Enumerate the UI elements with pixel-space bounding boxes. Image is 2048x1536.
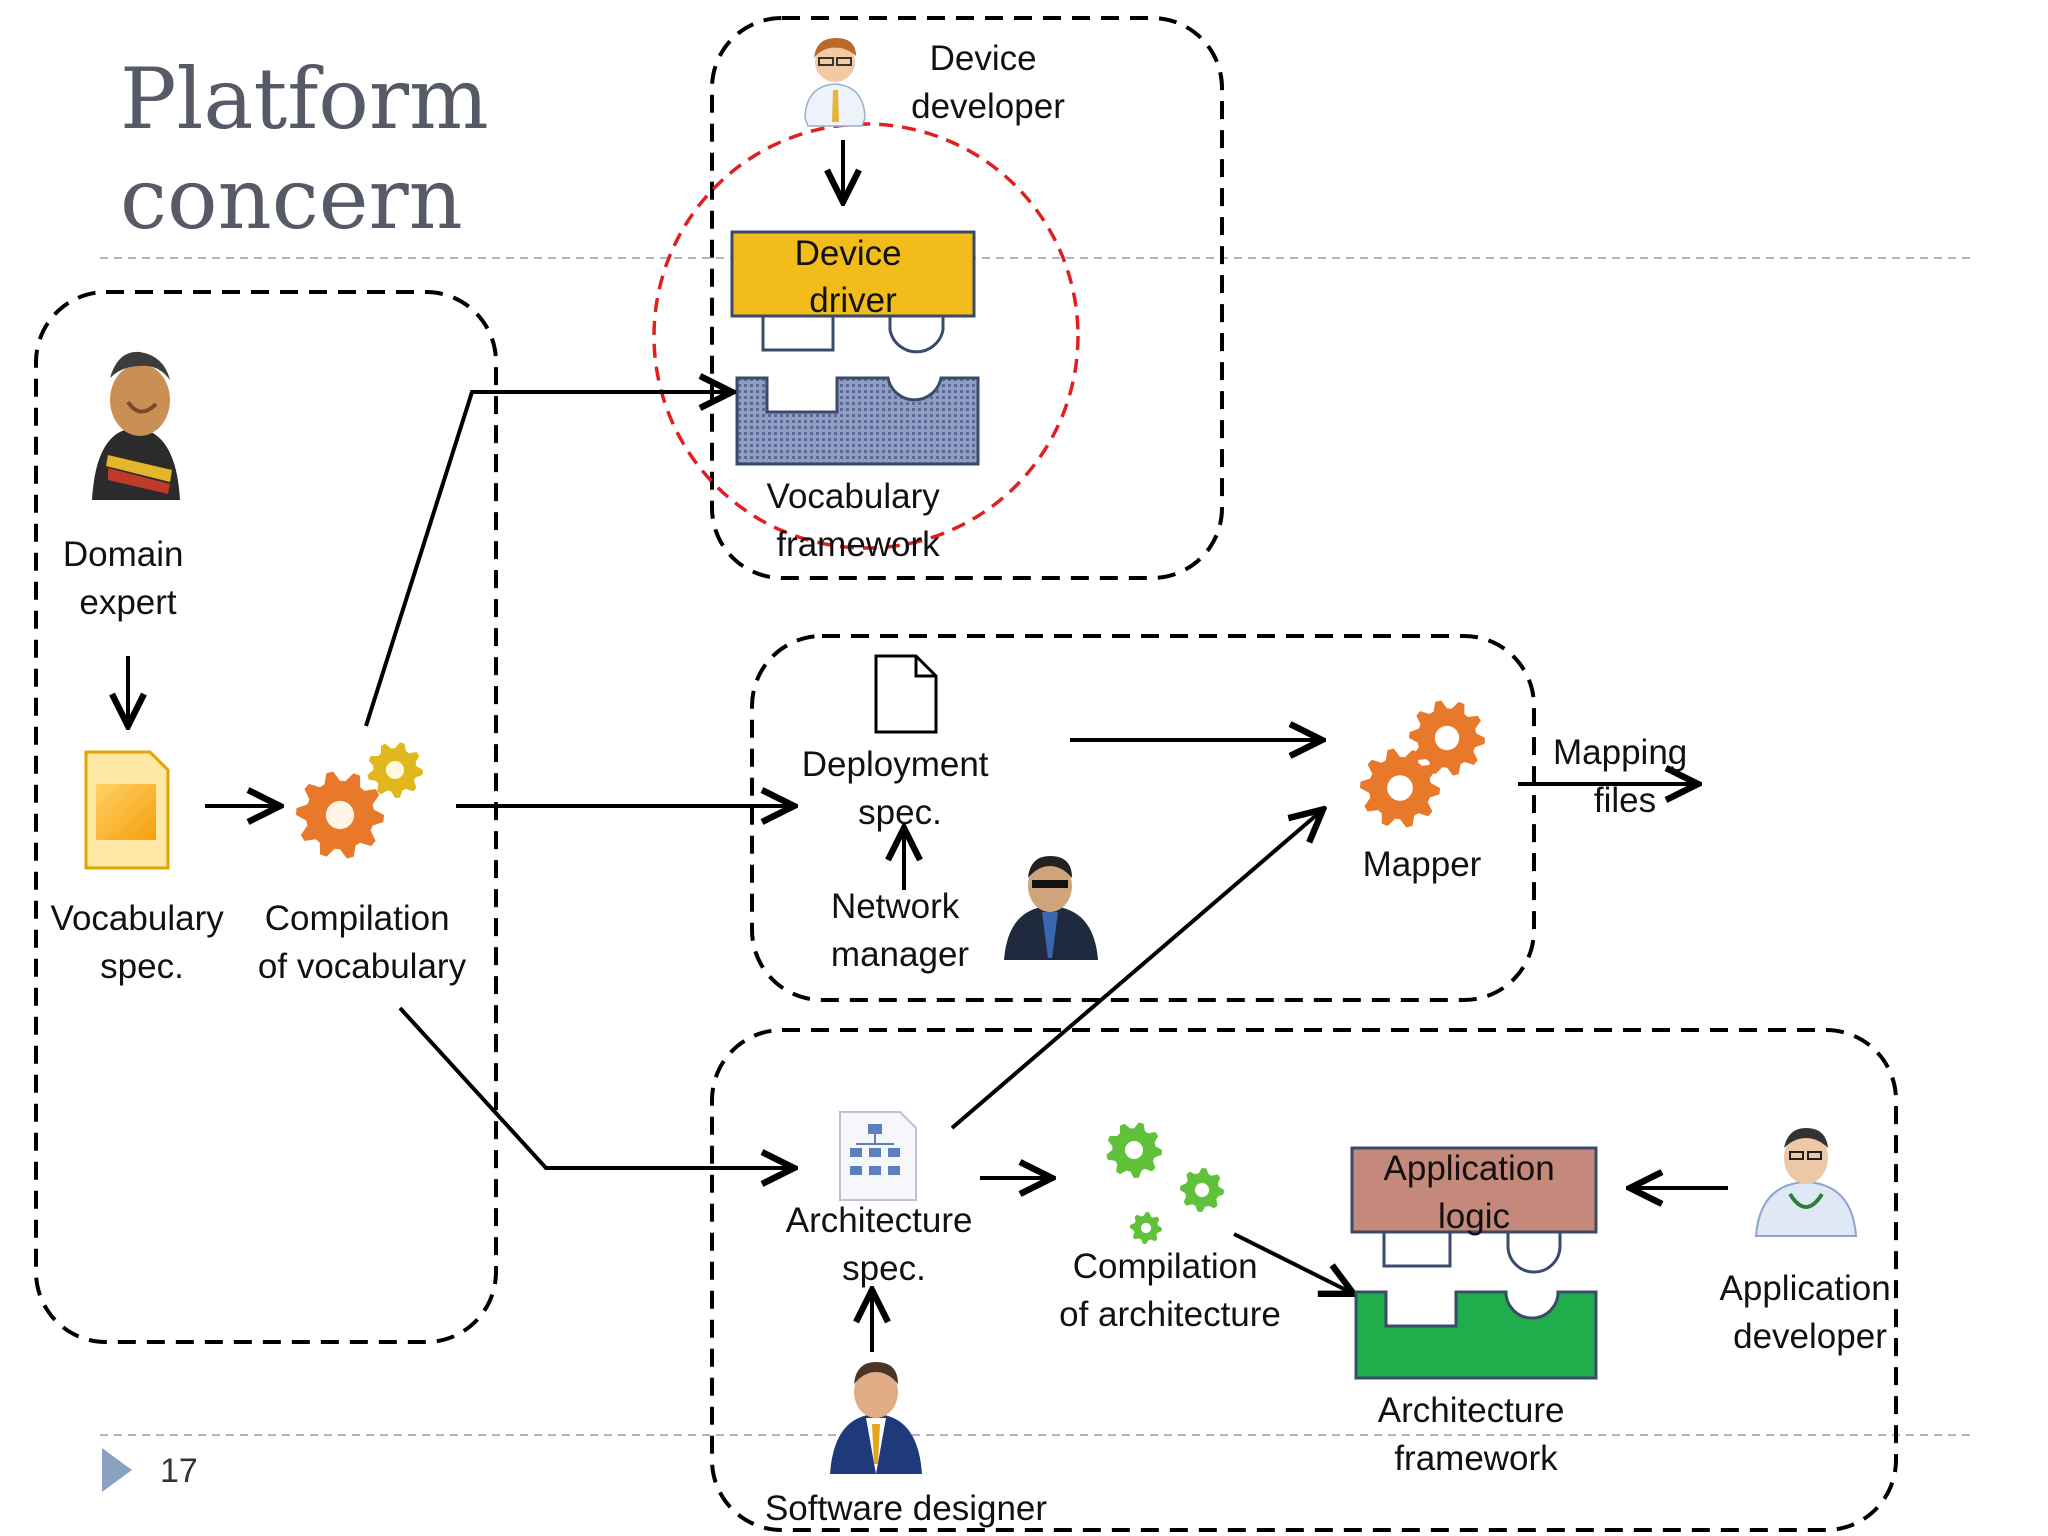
architecture-framework-label: Architecture framework (1378, 1391, 1574, 1478)
architecture-group-box (710, 1028, 1898, 1532)
deployment-spec-icon (874, 654, 938, 734)
arrow-compile-to-arch-framework (1233, 1232, 1350, 1292)
gear-hole (386, 761, 404, 779)
vocabulary-framework-block (735, 376, 980, 466)
architecture-framework-block (1354, 1290, 1598, 1380)
vocabulary-framework-label: Vocabulary framework (767, 477, 950, 564)
arrow-compile-to-architecture (398, 1006, 790, 1168)
gear-hole (1387, 775, 1413, 801)
page-number: 17 (160, 1452, 198, 1490)
compilation-of-vocabulary-icon (296, 742, 423, 859)
mapping-files-label: Mapping files (1553, 733, 1697, 820)
application-developer-icon (1754, 1128, 1858, 1237)
device-group-box (710, 16, 1224, 580)
deployment-group-box (750, 634, 1536, 1002)
network-manager-icon (1004, 856, 1098, 960)
architecture-spec-label: Architecture spec. (786, 1201, 982, 1288)
mapper-label: Mapper (1363, 845, 1482, 884)
deployment-spec-label: Deployment spec. (802, 745, 999, 832)
mapper-icon (1360, 700, 1485, 828)
software-designer-icon (830, 1362, 922, 1474)
compilation-of-vocabulary-label: Compilation of vocabulary (258, 899, 467, 986)
focus-circle (652, 122, 1080, 550)
arrow-compile-to-vocab-framework (364, 392, 728, 727)
device-driver-block (730, 230, 976, 354)
gear-hole (1140, 1222, 1152, 1234)
application-logic-label: Application logic (1384, 1149, 1565, 1236)
gear-hole (1434, 725, 1460, 751)
vocabulary-spec-label: Vocabulary spec. (51, 899, 234, 986)
software-designer-label: Software designer (765, 1489, 1047, 1528)
architecture-spec-icon (839, 1111, 917, 1201)
slide-title-line2: concern (120, 150, 463, 248)
arrow-architecture-to-mapper (950, 812, 1320, 1130)
slide-title-line1: Platform (120, 50, 489, 148)
application-developer-label: Application developer (1720, 1269, 1901, 1356)
network-manager-label: Network manager (831, 887, 969, 974)
bullet-triangle-icon (102, 1448, 132, 1492)
domain-expert-icon (92, 351, 180, 500)
application-logic-block (1350, 1146, 1598, 1274)
device-developer-label: Device developer (911, 39, 1065, 126)
gear-hole (1125, 1141, 1143, 1159)
compilation-of-architecture-label: Compilation of architecture (1059, 1247, 1281, 1334)
device-developer-icon (804, 38, 866, 127)
gear-hole (1195, 1183, 1209, 1197)
device-driver-label: Device driver (795, 234, 912, 320)
compilation-of-architecture-icon (1106, 1122, 1224, 1244)
gear-hole (325, 800, 355, 830)
vocabulary-spec-icon (84, 750, 170, 870)
domain-group-box (34, 290, 498, 1344)
domain-expert-label: Domain expert (63, 535, 193, 622)
